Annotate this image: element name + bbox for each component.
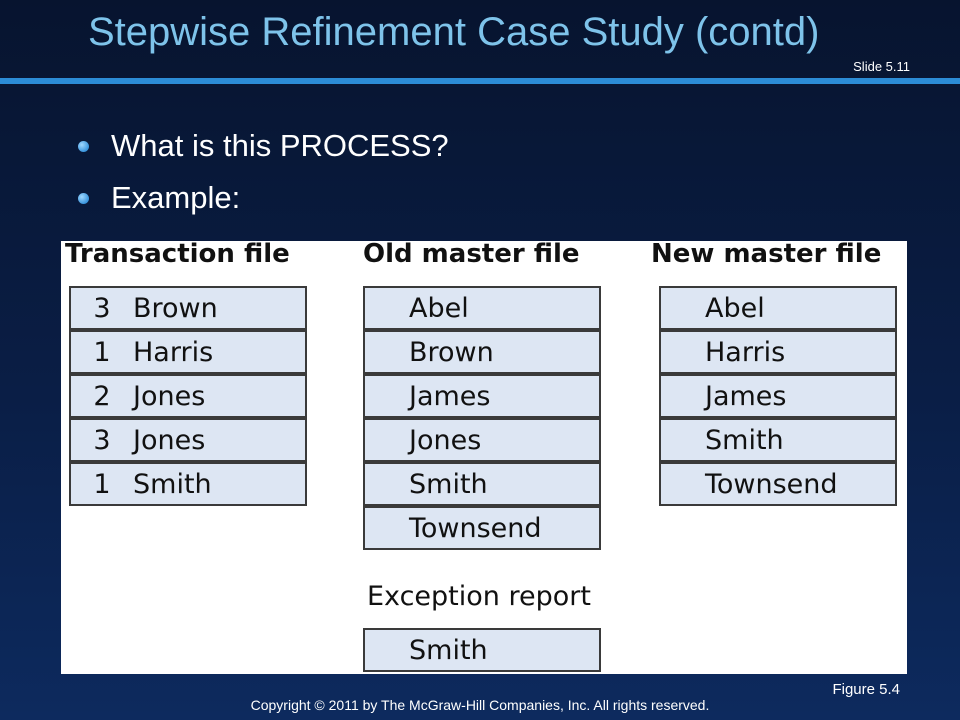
exception-record: Smith — [363, 628, 601, 672]
title-rule — [0, 78, 960, 84]
bullet-item: What is this PROCESS? — [78, 120, 449, 172]
old-master-record: Townsend — [363, 506, 601, 550]
transaction-code: 1 — [93, 468, 111, 500]
bullet-dot-icon — [78, 140, 89, 152]
record-name: Brown — [409, 336, 494, 368]
record-name: Abel — [409, 292, 469, 324]
exception-report-heading: Exception report — [367, 581, 591, 612]
transaction-name: Brown — [133, 292, 218, 324]
transaction-file-heading: Transaction file — [65, 241, 290, 269]
new-master-record: Abel — [659, 286, 897, 330]
old-master-record: James — [363, 374, 601, 418]
record-name: Townsend — [705, 468, 838, 500]
record-name: James — [705, 380, 787, 412]
record-name: Jones — [409, 424, 482, 456]
new-master-record: Townsend — [659, 462, 897, 506]
old-master-heading: Old master file — [363, 241, 580, 269]
old-master-record: Abel — [363, 286, 601, 330]
new-master-record: James — [659, 374, 897, 418]
transaction-name: Harris — [133, 336, 214, 368]
record-name: Harris — [705, 336, 786, 368]
transaction-record: 1 Harris — [69, 330, 307, 374]
bullet-text: Example: — [111, 180, 241, 215]
transaction-name: Jones — [133, 380, 206, 412]
transaction-record: 3 Brown — [69, 286, 307, 330]
bullet-dot-icon — [78, 192, 89, 204]
transaction-code: 3 — [93, 424, 111, 456]
transaction-code: 3 — [93, 292, 111, 324]
record-name: James — [409, 380, 491, 412]
record-name: Smith — [409, 634, 488, 666]
new-master-record: Smith — [659, 418, 897, 462]
slide-title: Stepwise Refinement Case Study (contd) — [88, 10, 820, 54]
old-master-record: Jones — [363, 418, 601, 462]
record-name: Townsend — [409, 512, 542, 544]
figure-panel: Transaction file 3 Brown 1 Harris 2 Jone… — [61, 241, 907, 674]
transaction-code: 2 — [93, 380, 111, 412]
new-master-heading: New master file — [651, 241, 882, 269]
record-name: Smith — [409, 468, 488, 500]
bullet-list: What is this PROCESS? Example: — [78, 120, 449, 224]
old-master-record: Brown — [363, 330, 601, 374]
new-master-record: Harris — [659, 330, 897, 374]
transaction-record: 1 Smith — [69, 462, 307, 506]
old-master-record: Smith — [363, 462, 601, 506]
bullet-text: What is this PROCESS? — [111, 128, 449, 163]
bullet-item: Example: — [78, 172, 449, 224]
transaction-name: Smith — [133, 468, 212, 500]
record-name: Abel — [705, 292, 765, 324]
figure-label: Figure 5.4 — [832, 681, 900, 698]
record-name: Smith — [705, 424, 784, 456]
copyright-notice: Copyright © 2011 by The McGraw-Hill Comp… — [250, 697, 710, 713]
slide-number: Slide 5.11 — [853, 59, 910, 74]
transaction-code: 1 — [93, 336, 111, 368]
transaction-record: 3 Jones — [69, 418, 307, 462]
transaction-name: Jones — [133, 424, 206, 456]
transaction-record: 2 Jones — [69, 374, 307, 418]
